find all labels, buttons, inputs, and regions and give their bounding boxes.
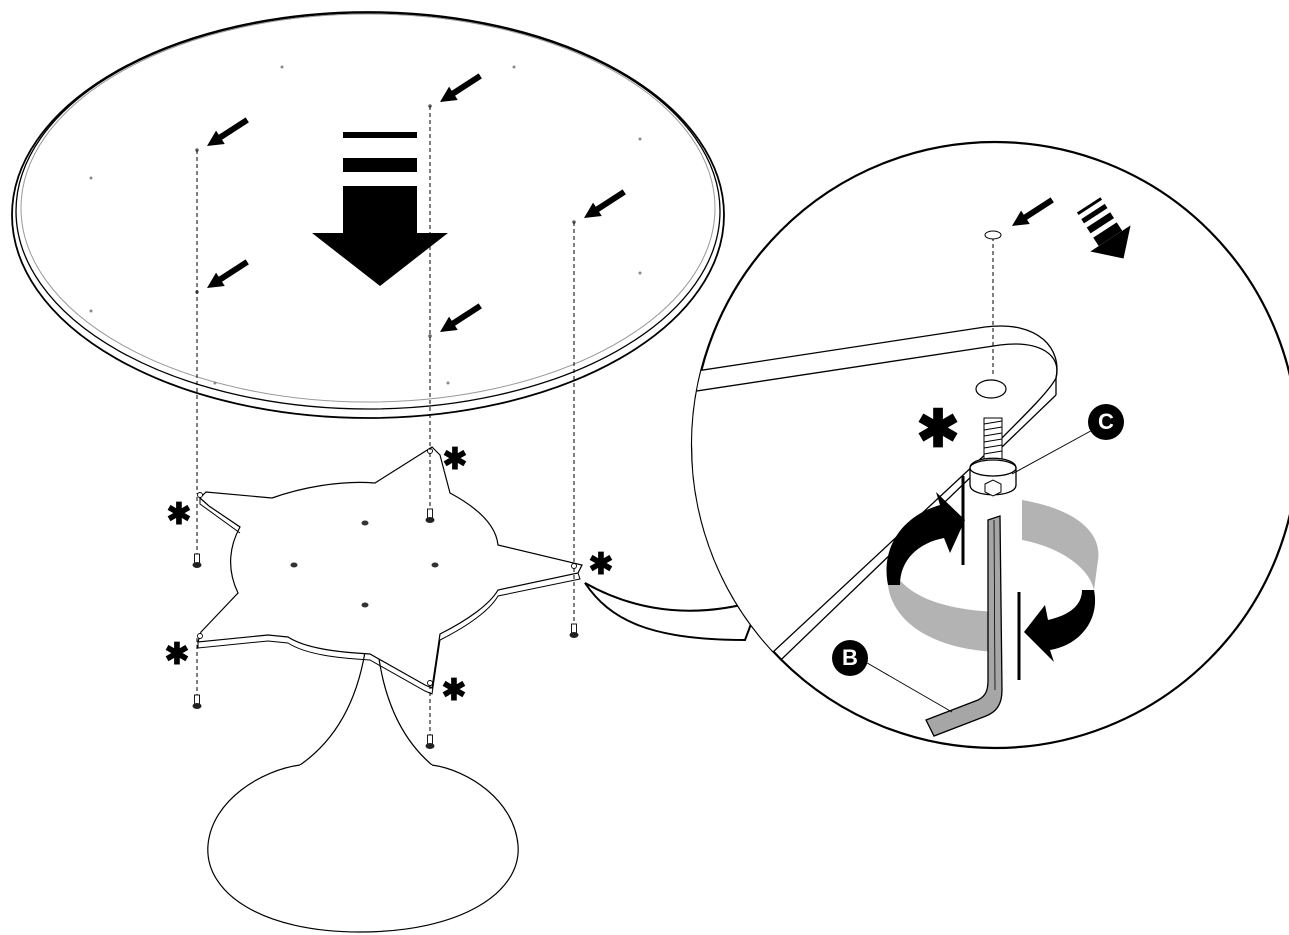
tabletop-dots <box>89 65 642 385</box>
star-plate-edge <box>197 446 583 689</box>
asterisk-mark: ✱ <box>441 674 466 707</box>
asterisk-mark: ✱ <box>166 498 191 531</box>
center-hole <box>361 520 369 526</box>
pointer-arrows <box>207 73 626 332</box>
rotation-band-front <box>888 560 1000 652</box>
screw <box>569 623 579 638</box>
plate-hole <box>427 680 433 686</box>
center-hole <box>431 562 439 568</box>
asterisk-mark: ✱ <box>916 401 960 459</box>
rotation-band-back <box>1022 500 1099 590</box>
pointer-arrow-icon <box>440 73 482 102</box>
detail-plate-edge <box>692 343 1058 393</box>
rotate-arrow-icon <box>886 492 965 585</box>
pointer-arrow-icon <box>207 259 249 288</box>
screw <box>192 694 202 709</box>
press-down-arrow-icon <box>1076 197 1131 259</box>
pointer-arrow-icon <box>584 189 626 218</box>
pointer-arrow-icon <box>440 303 482 332</box>
screw <box>192 553 202 568</box>
screw <box>425 734 435 749</box>
rotate-arrow-icon <box>1024 590 1096 662</box>
place-down-arrow-icon <box>312 132 448 286</box>
label-b-badge: B <box>832 640 868 676</box>
insert-hole <box>428 334 432 338</box>
asterisk-mark: ✱ <box>588 548 613 581</box>
pedestal-stem <box>299 651 433 766</box>
detail-plate-hole <box>975 379 1007 399</box>
plate-hole <box>197 492 203 498</box>
center-hole <box>361 602 369 608</box>
pedestal-foot <box>207 764 519 933</box>
detail-callout: ✱ C B <box>584 140 1289 750</box>
bolt-c <box>969 417 1017 497</box>
asterisk-mark: ✱ <box>164 638 189 671</box>
pedestal-base <box>207 651 519 933</box>
star-plate-thickness <box>197 498 581 695</box>
label-b: B <box>842 645 858 670</box>
tabletop-inner-rim <box>20 13 716 403</box>
asterisk-mark: ✱ <box>442 443 467 476</box>
pointer-arrow-icon <box>207 117 249 146</box>
star-mounting-plate <box>197 446 583 695</box>
screw <box>425 508 435 523</box>
asterisks: ✱ ✱ ✱ ✱ ✱ <box>164 443 613 707</box>
pointer-arrow-icon <box>1012 197 1054 226</box>
screws <box>192 508 579 749</box>
plate-hole <box>571 563 577 569</box>
label-c-badge: C <box>1088 404 1124 440</box>
detail-insert-hole <box>984 230 1002 240</box>
center-hole <box>290 562 298 568</box>
plate-hole <box>197 633 203 639</box>
label-c: C <box>1098 409 1114 434</box>
